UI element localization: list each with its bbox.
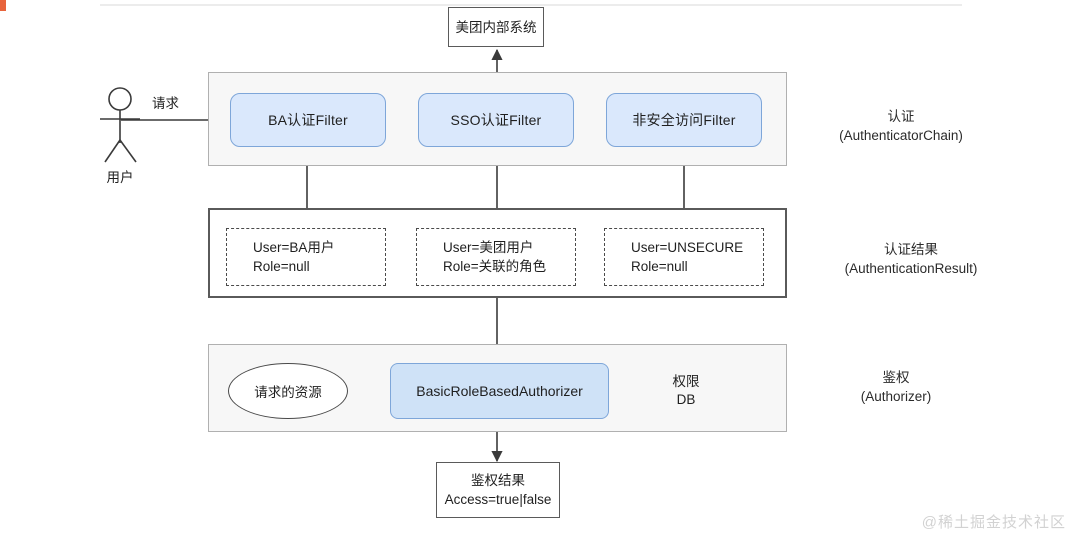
authorizer-label-en: (Authorizer) [860, 389, 932, 404]
internal-system-box[interactable]: 美团内部系统 [448, 7, 544, 47]
authorization-result-title: 鉴权结果 [471, 473, 525, 488]
sso-auth-filter-label: SSO认证Filter [450, 112, 542, 128]
auth-result-unsecure-user: User=UNSECURE [631, 240, 744, 255]
request-edge-label-text: 请求 [152, 96, 179, 111]
authenticator-chain-label-cn: 认证 [887, 109, 915, 124]
ba-auth-filter-label: BA认证Filter [268, 112, 348, 128]
internal-system-label: 美团内部系统 [455, 19, 537, 35]
authentication-result-side-label: 认证结果 (AuthenticationResult) [796, 240, 1026, 278]
request-edge-label: 请求 [152, 92, 179, 112]
authorization-result-access: Access=true|false [444, 492, 552, 507]
auth-result-sso-user: User=美团用户 [443, 240, 534, 255]
unsecure-access-filter-node[interactable]: 非安全访问Filter [606, 93, 762, 147]
authentication-result-label-cn: 认证结果 [884, 242, 938, 257]
authentication-result-label-en: (AuthenticationResult) [844, 261, 978, 276]
ba-auth-filter-node[interactable]: BA认证Filter [230, 93, 386, 147]
auth-result-ba-user: User=BA用户 [253, 240, 335, 255]
user-actor-icon [100, 87, 140, 163]
auth-result-unsecure-role: Role=null [631, 259, 688, 274]
sso-auth-filter-node[interactable]: SSO认证Filter [418, 93, 574, 147]
authorizer-label-cn: 鉴权 [882, 370, 910, 385]
top-divider [100, 4, 962, 6]
basic-role-based-authorizer-node[interactable]: BasicRoleBasedAuthorizer [390, 363, 609, 419]
auth-result-unsecure[interactable]: User=UNSECURE Role=null [604, 228, 764, 286]
corner-accent-mark [0, 0, 6, 11]
authorizer-side-label: 鉴权 (Authorizer) [796, 368, 996, 406]
authenticator-chain-label-en: (AuthenticatorChain) [839, 128, 963, 143]
requested-resource-node[interactable]: 请求的资源 [228, 363, 348, 419]
basic-role-based-authorizer-label: BasicRoleBasedAuthorizer [416, 383, 583, 399]
auth-result-ba-role: Role=null [253, 259, 310, 274]
unsecure-access-filter-label: 非安全访问Filter [632, 112, 736, 128]
auth-result-sso[interactable]: User=美团用户 Role=关联的角色 [416, 228, 576, 286]
authenticator-chain-side-label: 认证 (AuthenticatorChain) [796, 107, 1006, 145]
auth-result-sso-role: Role=关联的角色 [443, 259, 547, 274]
authorization-result-box[interactable]: 鉴权结果 Access=true|false [436, 462, 560, 518]
user-actor-label: 用户 [90, 166, 150, 186]
auth-result-ba[interactable]: User=BA用户 Role=null [226, 228, 386, 286]
requested-resource-label: 请求的资源 [254, 385, 322, 400]
watermark: @稀土掘金技术社区 [921, 514, 1066, 531]
user-actor-label-text: 用户 [106, 170, 134, 185]
